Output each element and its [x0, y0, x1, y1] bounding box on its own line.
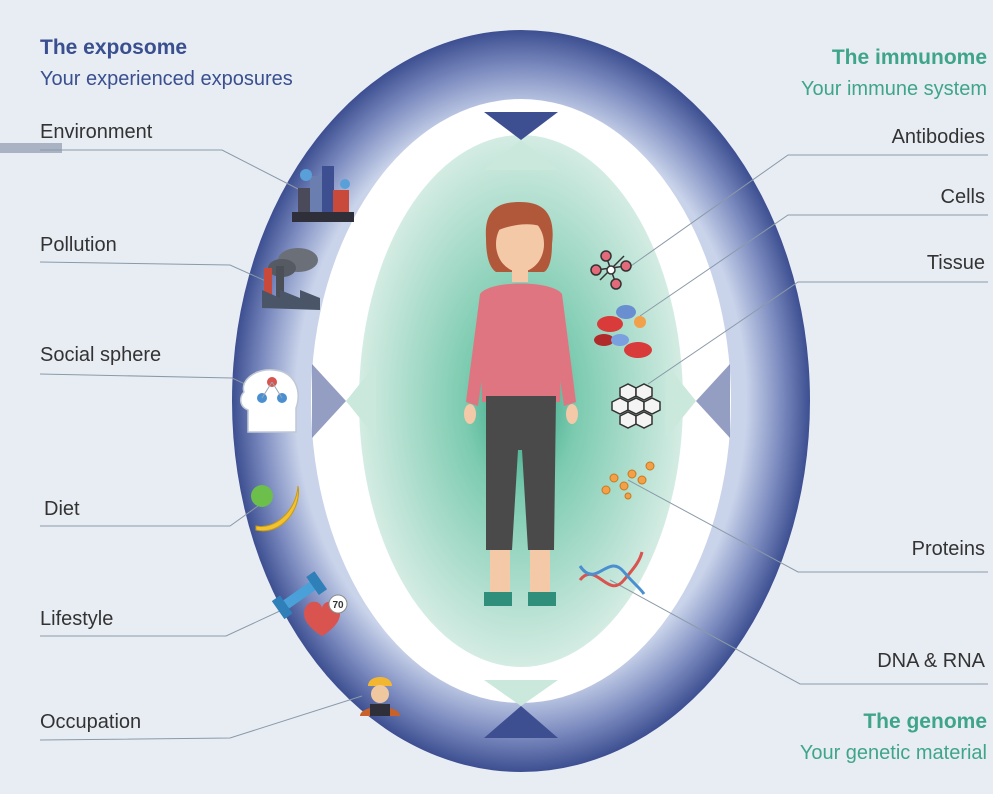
antibodies-icon [590, 250, 632, 290]
arrow-bottom-up [484, 706, 558, 738]
head-network-icon [240, 369, 299, 433]
label-occupation: Occupation [40, 711, 142, 733]
dna-icon [578, 551, 646, 595]
leader-lines-left [39, 149, 363, 741]
fruit-icon [251, 485, 299, 532]
heart-rate-badge: 70 [332, 600, 344, 611]
label-social-sphere: Social sphere [40, 344, 162, 366]
label-diet: Diet [44, 498, 80, 520]
proteins-icon [601, 461, 655, 500]
arrow-right-in [696, 364, 730, 438]
arrow-left-out [346, 364, 376, 438]
arrow-right-out [666, 364, 696, 438]
exposome-subtitle: Your experienced exposures [40, 68, 293, 90]
label-proteins: Proteins [911, 538, 985, 560]
buildings-icon [292, 166, 354, 222]
edge-bar [0, 143, 62, 153]
cells-icon [594, 305, 652, 358]
tissue-icon [611, 383, 661, 429]
immunome-title: The immunome [831, 46, 987, 69]
worker-icon [360, 677, 400, 716]
person-figure [464, 202, 578, 606]
immunome-subtitle: Your immune system [801, 78, 987, 100]
label-environment: Environment [40, 121, 153, 143]
label-lifestyle: Lifestyle [40, 608, 114, 630]
label-cells: Cells [940, 186, 985, 208]
leader-lines-right [609, 154, 988, 685]
genome-title: The genome [863, 710, 987, 733]
interaction-arrows [312, 112, 730, 738]
arrow-left-in [312, 364, 346, 438]
fitness-icon [271, 571, 348, 636]
genome-subtitle: Your genetic material [799, 742, 987, 764]
arrow-top-up [484, 140, 558, 170]
label-tissue: Tissue [926, 252, 985, 274]
label-antibodies: Antibodies [891, 126, 985, 148]
label-pollution: Pollution [40, 234, 117, 256]
arrow-top-down [484, 112, 558, 140]
factory-icon [262, 248, 320, 310]
label-dna-rna: DNA & RNA [877, 650, 985, 672]
arrow-bottom-down [484, 680, 558, 706]
exposome-title: The exposome [40, 36, 188, 59]
